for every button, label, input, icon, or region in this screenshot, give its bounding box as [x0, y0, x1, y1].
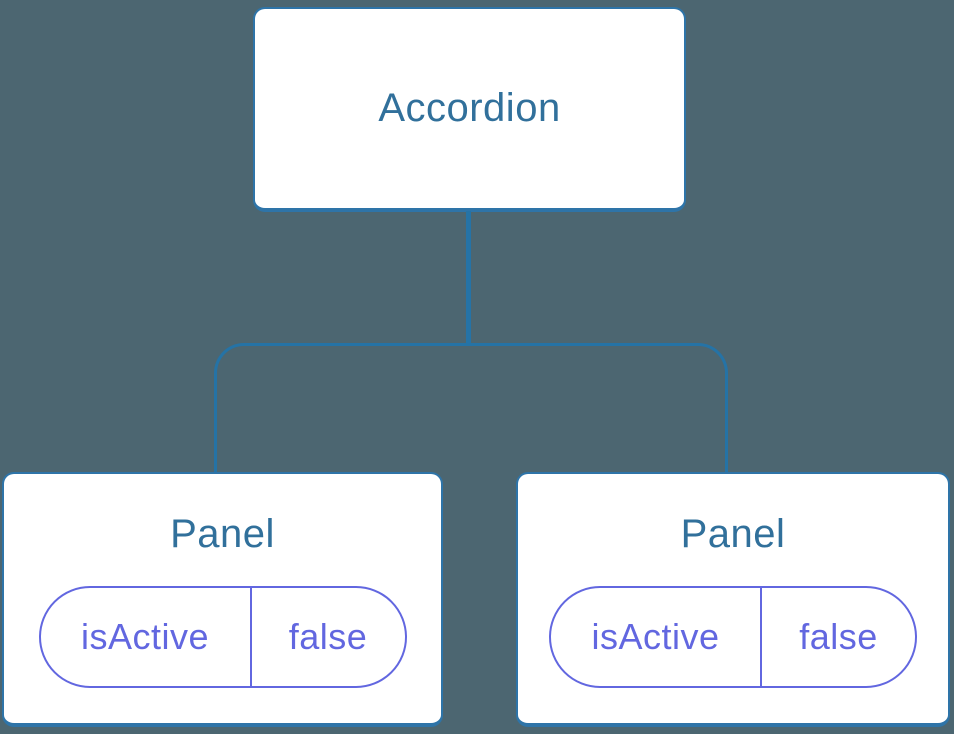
- panel-node-left: Panel isActive false: [2, 472, 443, 727]
- panel-node-label: Panel: [680, 512, 786, 556]
- state-name: isActive: [551, 588, 763, 686]
- panel-node-label: Panel: [170, 512, 275, 556]
- accordion-node: Accordion: [253, 7, 686, 212]
- state-name: isActive: [41, 588, 252, 686]
- state-value: false: [288, 616, 368, 657]
- state-pill: isActive false: [38, 586, 407, 688]
- connector-stem: [466, 211, 471, 345]
- state-value: false: [799, 616, 878, 657]
- accordion-node-label: Accordion: [378, 86, 561, 130]
- state-pill: isActive false: [549, 586, 917, 688]
- panel-node-right: Panel isActive false: [516, 472, 950, 727]
- connector-bracket: [214, 343, 728, 472]
